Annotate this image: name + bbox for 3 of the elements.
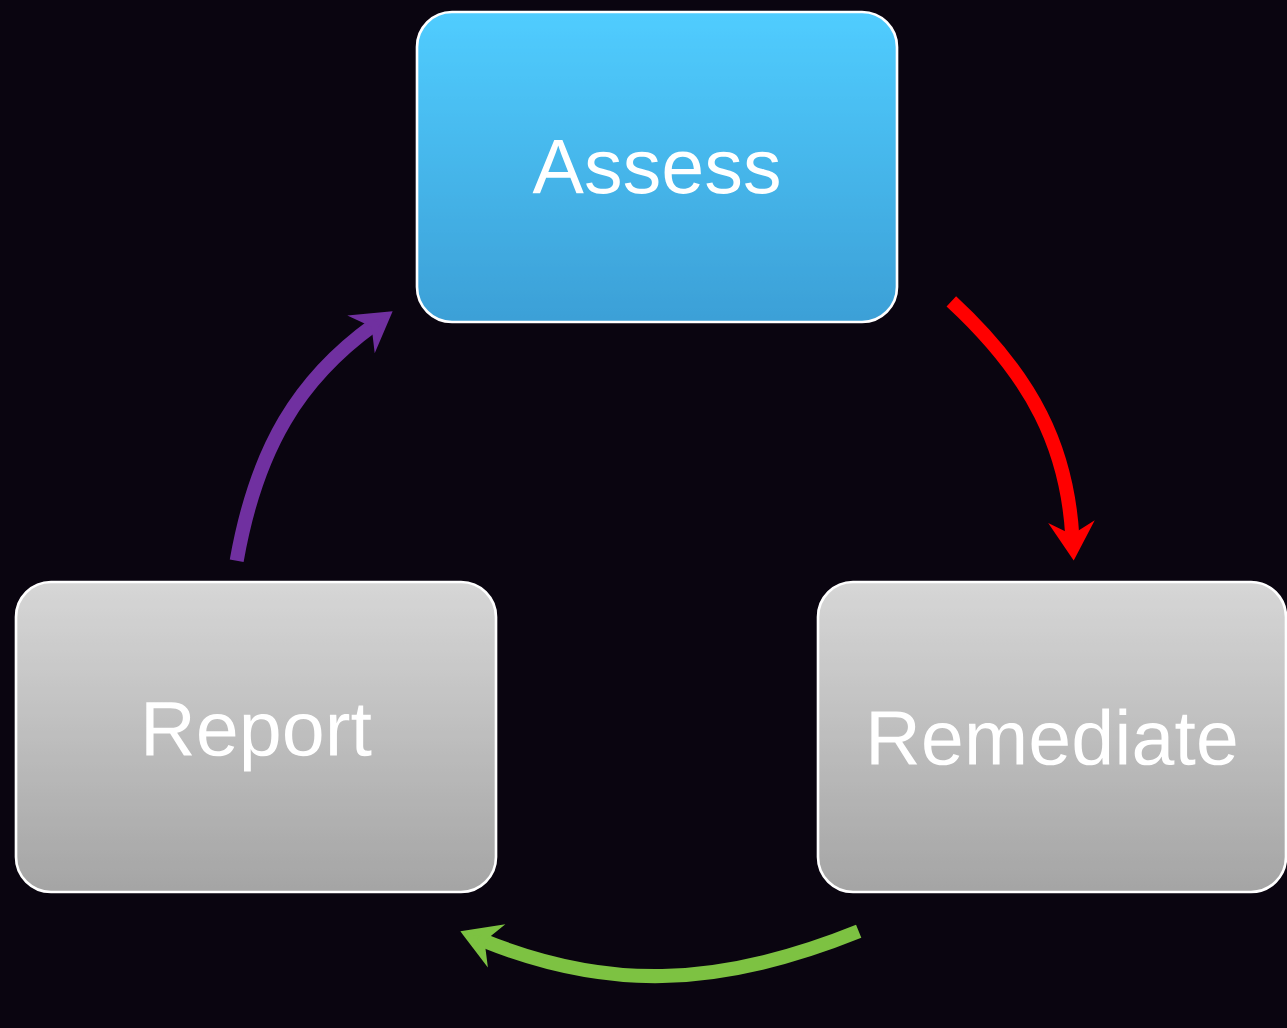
process-box: Assess bbox=[415, 10, 899, 324]
process-box: Remediate bbox=[816, 580, 1287, 894]
process-box: Report bbox=[14, 580, 498, 894]
